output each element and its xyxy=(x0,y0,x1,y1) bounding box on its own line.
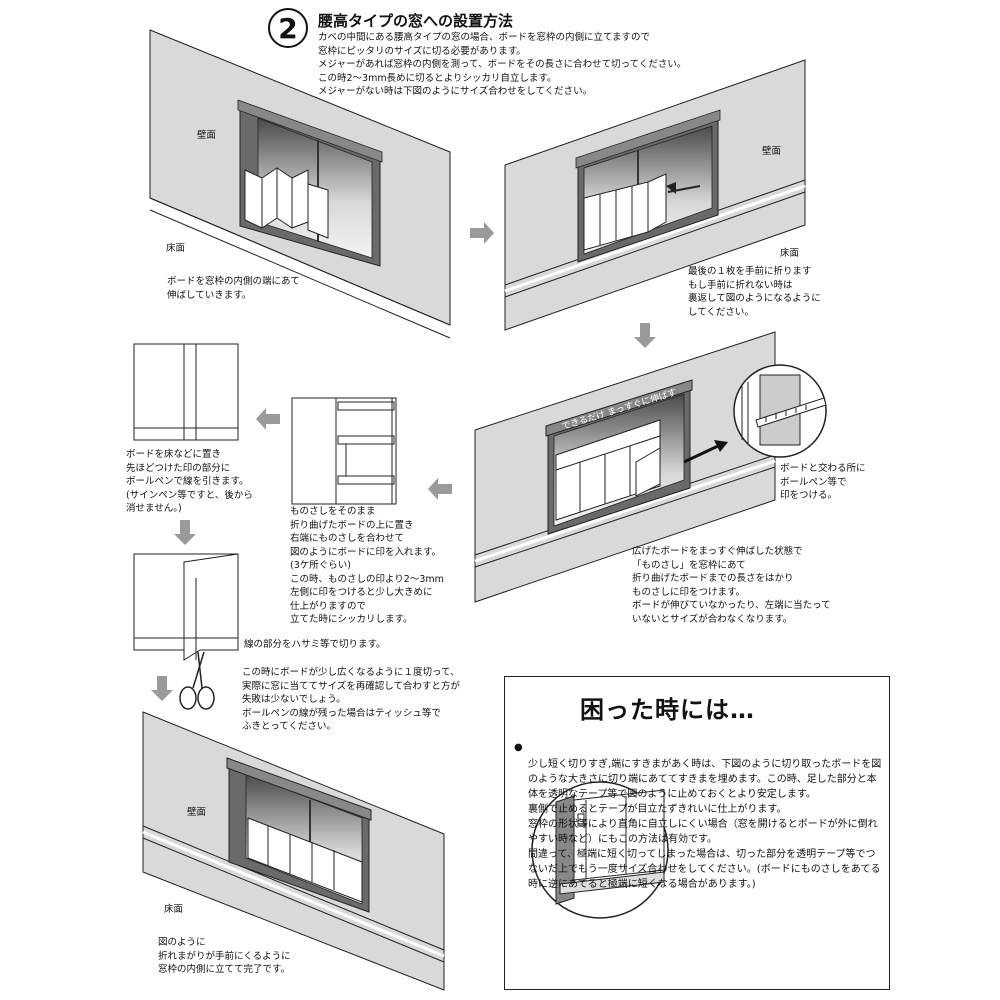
step1-illustration xyxy=(149,29,451,339)
step-number-badge: 2 xyxy=(268,8,308,48)
step3-illustration xyxy=(474,331,827,603)
arrow-left-icon-2 xyxy=(256,408,280,430)
arrow-right-icon xyxy=(470,222,494,244)
step1-wall-label: 壁面 xyxy=(197,130,217,141)
step2-wall-label: 壁面 xyxy=(762,146,782,157)
arrow-down-icon-3 xyxy=(151,676,173,701)
step1-caption: ボードを窓枠の内側の端にあて 伸ばしていきます。 xyxy=(167,276,300,301)
step6-note: この時にボードが少し広くなるように１度切って、 実際に窓に当ててサイズを再確認し… xyxy=(242,667,460,732)
step2-floor-label: 床面 xyxy=(780,248,800,259)
step4-illustration xyxy=(291,397,397,505)
trouble-illustration xyxy=(531,781,669,919)
step7-wall-label: 壁面 xyxy=(187,807,207,818)
arrow-left-icon xyxy=(428,478,452,500)
step1-floor-label: 床面 xyxy=(166,243,186,254)
trouble-body: 少し短く切りすぎ,端にすきまがあく時は、下図のように切り取ったボードを図のような… xyxy=(514,742,884,907)
step5-caption: ボードを床などに置き 先ほどつけた印の部分に ボールペンで線を引きます。 (サイ… xyxy=(126,449,253,514)
scissors-icon xyxy=(179,651,215,710)
step7-illustration xyxy=(142,711,445,991)
step7-caption: 図のように 折れまがりが手前にくるように 窓枠の内側に立てて完了です。 xyxy=(158,937,291,975)
trouble-body-text: 少し短く切りすぎ,端にすきまがあく時は、下図のように切り取ったボードを図のような… xyxy=(528,759,882,890)
step3-zoom-caption: ボードと交わる所に ボールペン等で 印をつける。 xyxy=(780,463,866,501)
step6-illustration xyxy=(133,553,239,710)
arrow-down-icon xyxy=(634,323,656,348)
intro-text: カベの中間にある腰高タイプの窓の場合、ボードを窓枠の内側に立てますので 窓枠にピ… xyxy=(318,32,687,97)
step7-floor-label: 床面 xyxy=(164,904,184,915)
step6-caption: 線の部分をハサミ等で切ります。 xyxy=(244,639,386,650)
step5-illustration xyxy=(133,343,239,441)
arrow-down-icon-2 xyxy=(174,520,196,545)
trouble-title: 困った時には… xyxy=(580,696,755,724)
trouble-bullet: ● xyxy=(514,742,523,753)
page-title: 腰高タイプの窓への設置方法 xyxy=(318,12,514,30)
trouble-box xyxy=(504,676,890,990)
step2-caption: 最後の１枚を手前に折ります もし手前に折れない時は 裏返して図のようになるように… xyxy=(688,266,821,318)
step3-caption: 広げたボードをまっすぐ伸ばした状態で 「ものさし」を窓枠にあて 折り曲げたボード… xyxy=(632,546,831,625)
step2-illustration xyxy=(504,59,806,331)
step4-caption: ものさしをそのまま 折り曲げたボードの上に置き 右端にものさしを合わせて 図のよ… xyxy=(290,506,444,625)
